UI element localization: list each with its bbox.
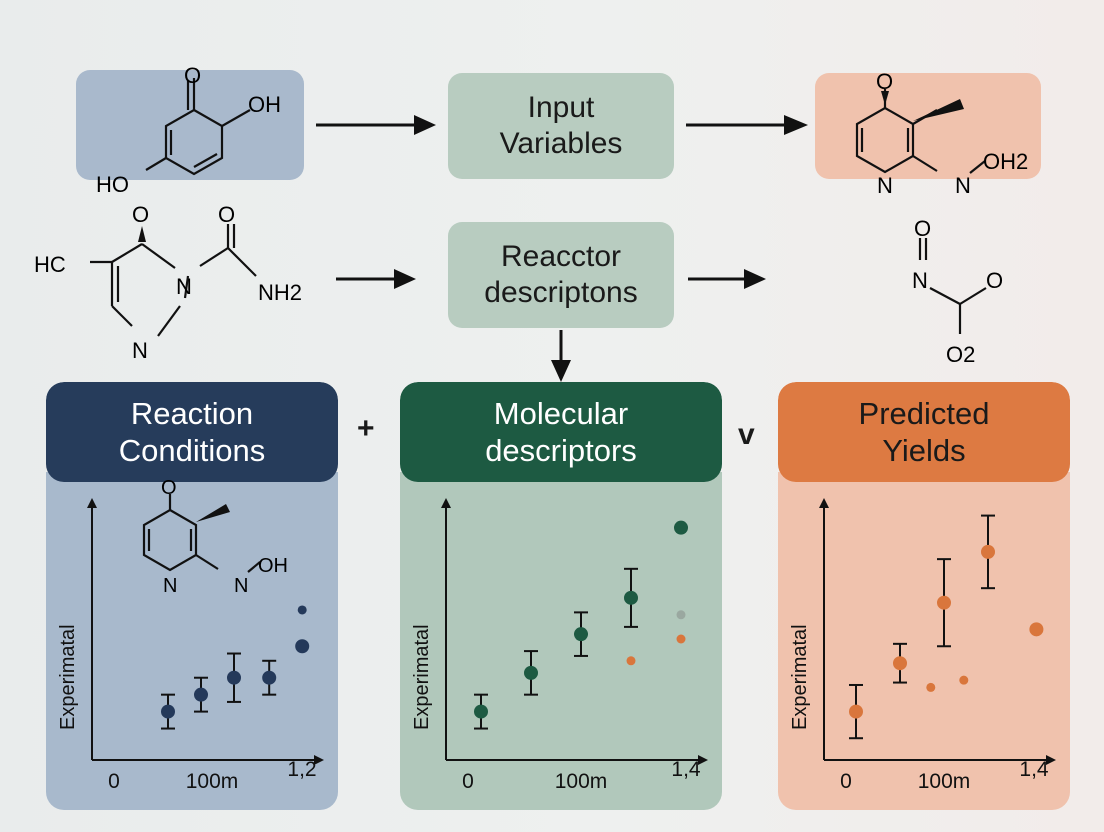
x-tick-label: 100m bbox=[186, 770, 239, 793]
arrow-down bbox=[551, 330, 571, 382]
chart-molecular-descriptors: Experimatal 0 100m 1,4 bbox=[411, 498, 708, 793]
panel-body bbox=[46, 472, 338, 810]
x-tick-label: 0 bbox=[840, 770, 852, 793]
data-point bbox=[981, 544, 995, 559]
arrow-right-4 bbox=[688, 269, 766, 289]
y-axis-arrow bbox=[819, 498, 829, 508]
atom-o: O bbox=[986, 268, 1003, 293]
x-axis-arrow bbox=[698, 755, 708, 765]
data-point bbox=[161, 704, 175, 719]
input-molecule-box-left: O OH HO bbox=[76, 63, 304, 197]
data-point bbox=[937, 595, 951, 610]
data-point bbox=[893, 656, 907, 671]
data-point bbox=[849, 704, 863, 719]
pyrimidinone-carboxamide-structure: O O HC N NH2 N bbox=[34, 202, 302, 363]
pyridinone-structure: O N N OH2 bbox=[855, 69, 1028, 198]
input-variables-box: Input Variables bbox=[448, 73, 674, 179]
arrow-right-1 bbox=[316, 115, 436, 135]
data-point bbox=[1029, 622, 1044, 637]
atom-hc: HC bbox=[34, 252, 66, 277]
data-point bbox=[626, 656, 636, 666]
data-point bbox=[574, 627, 588, 642]
atom-o: O bbox=[161, 480, 177, 499]
data-point bbox=[926, 682, 936, 692]
panel-body bbox=[778, 472, 1070, 810]
data-point bbox=[674, 520, 688, 535]
x-axis-arrow bbox=[314, 755, 324, 765]
panel-predicted-yields: Predicted Yields Experimatal 0 100m 1,4 bbox=[778, 382, 1070, 810]
data-point bbox=[676, 634, 686, 644]
panel-header: Predicted Yields bbox=[778, 382, 1070, 482]
arrow-right-2 bbox=[686, 115, 808, 135]
data-point bbox=[524, 665, 538, 680]
data-point bbox=[624, 590, 638, 605]
panel-title: Molecular descriptors bbox=[485, 396, 637, 468]
atom-nh2: NH2 bbox=[258, 280, 302, 305]
reactor-descriptors-label: Reacctor descriptons bbox=[484, 240, 638, 309]
data-point bbox=[295, 639, 310, 654]
atom-n: N bbox=[176, 274, 192, 299]
input-variables-label: Input Variables bbox=[499, 91, 623, 160]
x-tick-label: 1,2 bbox=[287, 758, 316, 781]
y-axis-label: Experimatal bbox=[789, 624, 811, 730]
y-axis-label: Experimatal bbox=[57, 624, 79, 730]
plus-operator: + bbox=[357, 412, 375, 445]
atom-oh2: OH2 bbox=[983, 149, 1028, 174]
atom-o: O bbox=[914, 216, 931, 241]
atom-n: N bbox=[955, 173, 971, 198]
atom-oh: OH bbox=[248, 92, 281, 117]
hydroquinone-structure: O OH HO bbox=[96, 63, 281, 197]
data-point bbox=[959, 675, 969, 685]
atom-n: N bbox=[132, 338, 148, 363]
atom-n: N bbox=[234, 575, 248, 597]
atom-n: N bbox=[163, 575, 177, 597]
data-point bbox=[227, 670, 241, 685]
atom-n: N bbox=[877, 173, 893, 198]
panel-body bbox=[400, 472, 722, 810]
atom-o2: O2 bbox=[946, 342, 975, 367]
x-tick-label: 0 bbox=[462, 770, 474, 793]
y-axis-arrow bbox=[87, 498, 97, 508]
nitro-carbonate-structure: O N O O2 bbox=[912, 216, 1003, 367]
x-tick-label: 100m bbox=[918, 770, 971, 793]
panel-header: Reaction Conditions bbox=[46, 382, 338, 482]
atom-o: O bbox=[876, 69, 893, 94]
x-tick-label: 100m bbox=[555, 770, 608, 793]
atom-o: O bbox=[218, 202, 235, 227]
data-point bbox=[474, 704, 488, 719]
panel-reaction-conditions: Reaction Conditions O N N OH Experimatal… bbox=[46, 382, 338, 810]
arrow-right-3 bbox=[336, 269, 416, 289]
x-axis-arrow bbox=[1046, 755, 1056, 765]
y-axis-arrow bbox=[441, 498, 451, 508]
data-point bbox=[262, 670, 277, 685]
chart-predicted-yields: Experimatal 0 100m 1,4 bbox=[789, 498, 1056, 793]
x-tick-label: 1,4 bbox=[671, 758, 701, 781]
panel-molecule: O N N OH bbox=[142, 480, 288, 597]
atom-o: O bbox=[132, 202, 149, 227]
panel-molecular-descriptors: Molecular descriptors Experimatal 0 100m 1,… bbox=[400, 382, 722, 810]
x-tick-label: 0 bbox=[108, 770, 120, 793]
v-operator: v bbox=[738, 418, 755, 451]
panel-title: Reaction Conditions bbox=[118, 396, 266, 468]
data-point bbox=[297, 605, 307, 615]
panel-title: Predicted Yields bbox=[858, 396, 990, 468]
atom-n: N bbox=[912, 268, 928, 293]
reactor-descriptors-box: Reacctor descriptons bbox=[448, 222, 674, 328]
atom-o: O bbox=[184, 63, 201, 88]
data-point bbox=[194, 687, 208, 702]
panel-header: Molecular descriptors bbox=[400, 382, 722, 482]
output-molecule-box-right: O N N OH2 bbox=[815, 69, 1041, 198]
x-tick-label: 1,4 bbox=[1019, 758, 1049, 781]
chart-reaction-conditions: Experimatal 0 100m 1,2 bbox=[57, 498, 324, 793]
y-axis-label: Experimatal bbox=[411, 624, 433, 730]
data-point bbox=[676, 610, 686, 620]
atom-oh: OH bbox=[258, 555, 288, 577]
atom-ho: HO bbox=[96, 172, 129, 197]
